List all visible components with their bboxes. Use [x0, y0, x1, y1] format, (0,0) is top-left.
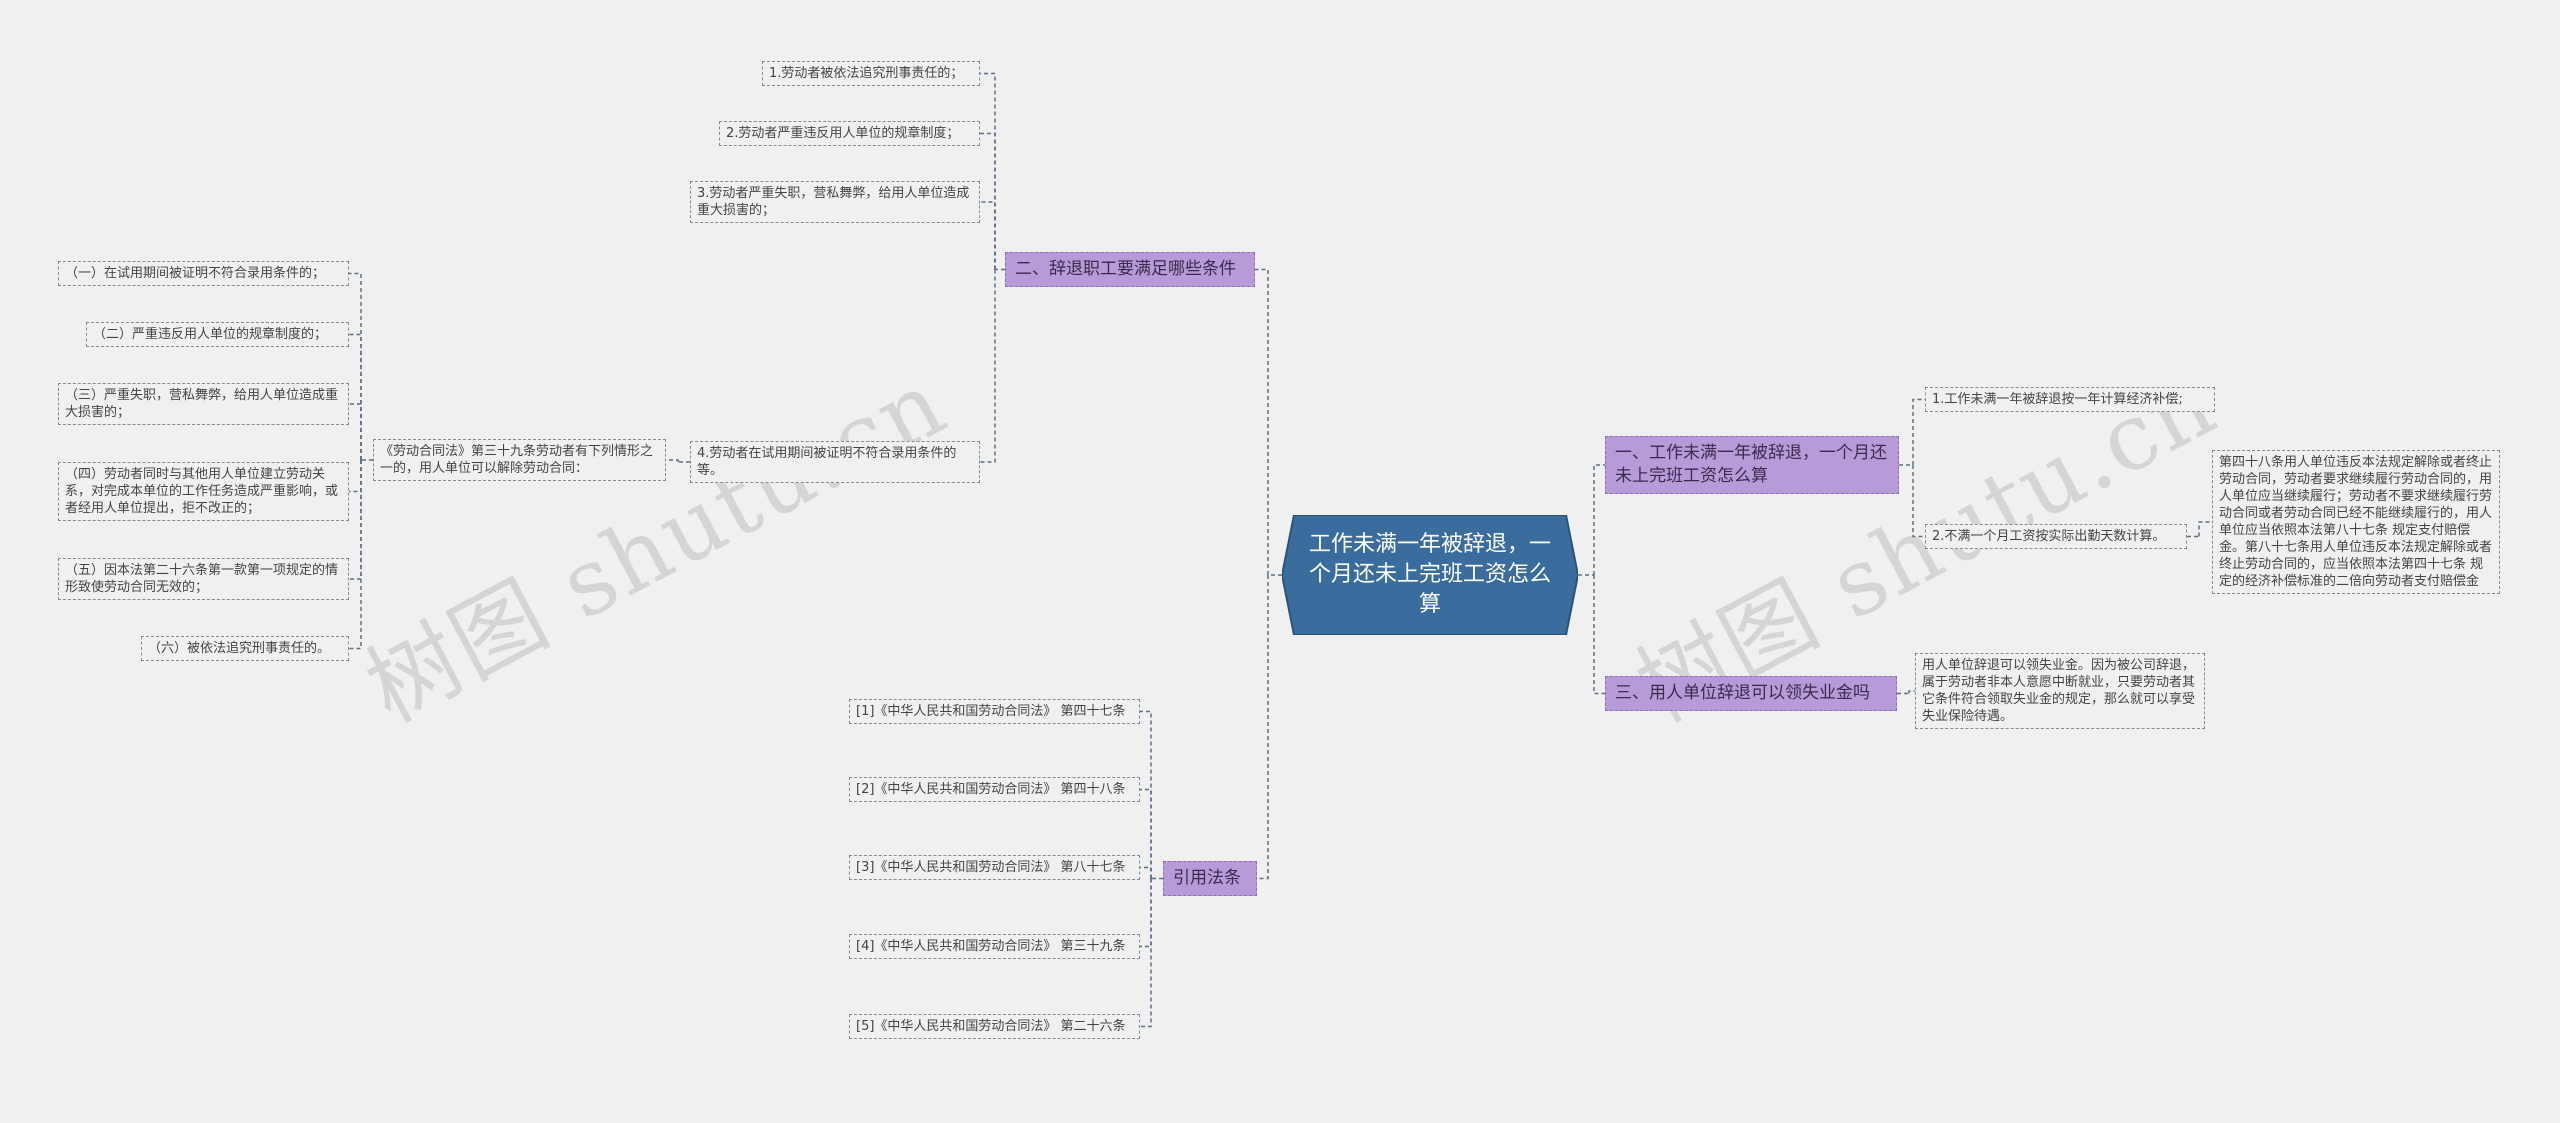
leaf-citation-1[interactable]: [1]《中华人民共和国劳动合同法》 第四十七条: [849, 699, 1140, 724]
connector-line: [980, 269, 996, 463]
connector-line: [666, 459, 679, 462]
branch-unemployment-benefit[interactable]: 三、用人单位辞退可以领失业金吗: [1605, 676, 1897, 711]
connector-line: [349, 333, 362, 460]
connector-line: [349, 272, 362, 460]
connector-line: [1140, 866, 1152, 879]
leaf-compensation-one-year[interactable]: 1.工作未满一年被辞退按一年计算经济补偿;: [1925, 387, 2215, 412]
connector-line: [1257, 575, 1269, 880]
connector-line: [349, 460, 362, 650]
leaf-article-39-item-6[interactable]: （六）被依法追究刑事责任的。: [141, 636, 349, 661]
connector-line: [1912, 398, 1925, 465]
leaf-article-39-item-1[interactable]: （一）在试用期间被证明不符合录用条件的；: [58, 261, 349, 286]
connector-line: [2198, 521, 2212, 537]
leaf-citation-4[interactable]: [4]《中华人民共和国劳动合同法》 第三十九条: [849, 934, 1140, 959]
root-topic[interactable]: 工作未满一年被辞退，一个月还未上完班工资怎么算: [1282, 515, 1578, 635]
leaf-citation-5[interactable]: [5]《中华人民共和国劳动合同法》 第二十六条: [849, 1014, 1140, 1039]
leaf-article-39-item-4[interactable]: （四）劳动者同时与其他用人单位建立劳动关系，对完成本单位的工作任务造成严重影响，…: [58, 462, 349, 521]
connector-line: [1593, 464, 1605, 575]
leaf-article-39-item-3[interactable]: （三）严重失职，营私舞弊，给用人单位造成重大损害的；: [58, 383, 349, 425]
leaf-serious-negligence[interactable]: 3.劳动者严重失职，营私舞弊，给用人单位造成重大损害的；: [690, 181, 980, 223]
connector-line: [349, 460, 362, 580]
connector-line: [349, 403, 362, 460]
connector-line: [1140, 878, 1152, 1028]
leaf-unemployment-explanation[interactable]: 用人单位辞退可以领失业金。因为被公司辞退，属于劳动者非本人意愿中断就业，只要劳动…: [1915, 653, 2205, 729]
connector-line: [1140, 710, 1152, 879]
connector-line: [1593, 575, 1605, 695]
branch-cited-laws[interactable]: 引用法条: [1163, 861, 1257, 896]
leaf-article-48-87[interactable]: 第四十八条用人单位违反本法规定解除或者终止劳动合同，劳动者要求继续履行劳动合同的…: [2212, 450, 2500, 594]
branch-salary-calculation[interactable]: 一、工作未满一年被辞退，一个月还未上完班工资怎么算: [1605, 436, 1899, 494]
branch-dismissal-conditions[interactable]: 二、辞退职工要满足哪些条件: [1005, 252, 1255, 287]
connector-line: [1255, 268, 1269, 575]
leaf-criminal-liability[interactable]: 1.劳动者被依法追究刑事责任的；: [762, 61, 980, 86]
leaf-probation-failure[interactable]: 4.劳动者在试用期间被证明不符合录用条件的等。: [690, 441, 980, 483]
leaf-article-39-item-2[interactable]: （二）严重违反用人单位的规章制度的；: [86, 322, 349, 347]
leaf-salary-by-attendance[interactable]: 2.不满一个月工资按实际出勤天数计算。: [1925, 524, 2187, 549]
connector-line: [1140, 878, 1152, 948]
leaf-citation-3[interactable]: [3]《中华人民共和国劳动合同法》 第八十七条: [849, 855, 1140, 880]
connector-line: [1912, 465, 1925, 538]
leaf-violate-rules[interactable]: 2.劳动者严重违反用人单位的规章制度；: [719, 121, 980, 146]
connector-line: [349, 460, 362, 493]
connector-line: [1908, 690, 1915, 694]
root-label: 工作未满一年被辞退，一个月还未上完班工资怎么算: [1308, 532, 1551, 617]
connector-line: [1140, 788, 1152, 879]
root-shape: [1282, 515, 1578, 635]
connector-line: [980, 72, 996, 270]
leaf-citation-2[interactable]: [2]《中华人民共和国劳动合同法》 第四十八条: [849, 777, 1140, 802]
leaf-article-39[interactable]: 《劳动合同法》第三十九条劳动者有下列情形之一的，用人单位可以解除劳动合同：: [373, 439, 666, 481]
connector-line: [980, 201, 996, 270]
leaf-article-39-item-5[interactable]: （五）因本法第二十六条第一款第一项规定的情形致使劳动合同无效的；: [58, 558, 349, 600]
